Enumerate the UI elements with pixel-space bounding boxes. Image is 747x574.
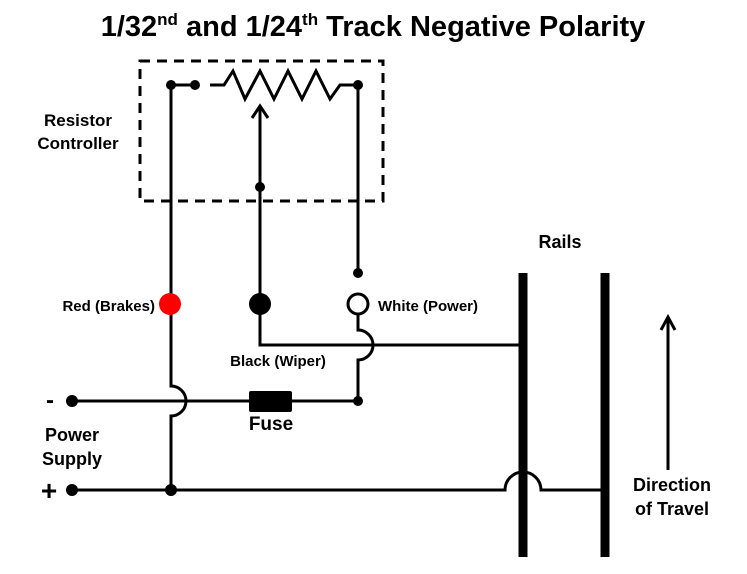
red-brakes-label: Red (Brakes) xyxy=(62,298,155,315)
red-brake-wire xyxy=(169,85,188,490)
rails-label: Rails xyxy=(538,232,581,252)
diagram-title: 1/32nd and 1/24th Track Negative Polarit… xyxy=(101,10,646,43)
positive-junction-dot xyxy=(165,484,177,496)
power-supply-label-1: Power xyxy=(45,425,99,445)
wiper-arrow-icon xyxy=(250,103,270,119)
plus-label: + xyxy=(41,475,57,506)
white-power-label: White (Power) xyxy=(378,298,478,315)
minus-label: - xyxy=(46,387,54,414)
direction-arrow-icon xyxy=(659,313,677,331)
red-terminal xyxy=(159,293,181,315)
direction-label-2: of Travel xyxy=(635,499,709,519)
white-power-wire xyxy=(356,85,375,401)
resistor-controller-label-2: Controller xyxy=(37,134,119,153)
power-supply-label-2: Supply xyxy=(42,449,102,469)
black-terminal xyxy=(249,293,271,315)
fuse-label: Fuse xyxy=(249,414,293,435)
white-upper-dot xyxy=(353,268,363,278)
black-wiper-label: Black (Wiper) xyxy=(230,353,326,370)
black-wiper-wire xyxy=(258,187,523,347)
fuse-junction-dot xyxy=(353,396,363,406)
direction-label-1: Direction xyxy=(633,475,711,495)
resistor-controller-box xyxy=(138,59,385,203)
positive-terminal-dot xyxy=(66,484,78,496)
brake-contact-dot-right xyxy=(190,80,200,90)
negative-terminal-dot xyxy=(66,395,78,407)
white-terminal xyxy=(346,292,370,316)
resistor-symbol xyxy=(210,67,358,103)
resistor-controller-label-1: Resistor xyxy=(44,111,112,130)
fuse-icon xyxy=(249,391,292,412)
